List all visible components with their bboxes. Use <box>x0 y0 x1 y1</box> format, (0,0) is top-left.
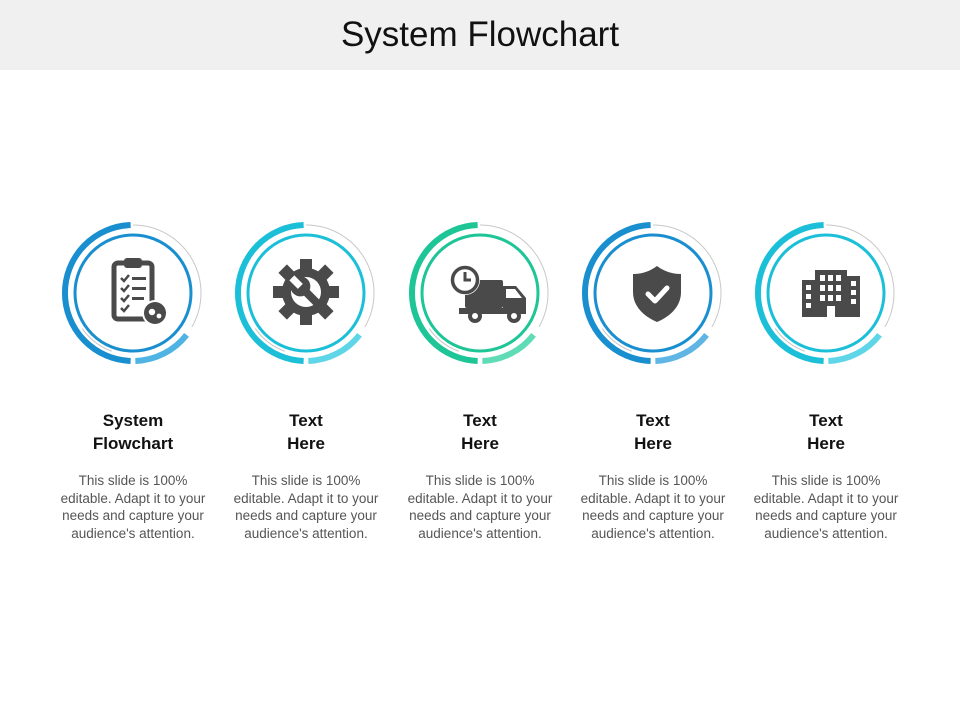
ring-outer-gray-arc <box>305 224 375 328</box>
shield-check-icon <box>633 266 681 322</box>
step-5-ring <box>751 218 901 368</box>
step-1-ring <box>58 218 208 368</box>
step-3-ring <box>405 218 555 368</box>
ring-outer-gray-arc <box>652 224 722 328</box>
step-4-ring <box>578 218 728 368</box>
ring-outer-main-arc <box>582 222 651 364</box>
ring-outer-light-arc <box>828 332 882 364</box>
page-title: System Flowchart <box>340 15 620 54</box>
ring-outer-light-arc <box>482 332 536 364</box>
ring-outer-light-arc <box>308 332 362 364</box>
step-5-title: Text Here <box>807 411 845 453</box>
ring-outer-main-arc <box>409 222 478 364</box>
step-3-title: Text Here <box>461 411 499 453</box>
ring-inner-gray-arc <box>81 328 112 352</box>
step-4-title: Text Here <box>634 411 672 453</box>
ring-outer-main-arc <box>755 222 824 364</box>
ring-outer-light-arc <box>655 332 709 364</box>
ring-outer-gray-arc <box>132 224 202 328</box>
delivery-truck-clock-icon <box>450 265 526 323</box>
clipboard-checklist-gear-icon <box>111 258 168 326</box>
ring-outer-main-arc <box>235 222 304 364</box>
step-5: Text Here This slide is 100% editable. A… <box>746 0 906 720</box>
ring-outer-gray-arc <box>825 224 895 328</box>
step-2: Text Here This slide is 100% editable. A… <box>226 0 386 720</box>
ring-inner-gray-arc <box>428 328 459 352</box>
step-2-ring <box>231 218 381 368</box>
step-5-description: This slide is 100% editable. Adapt it to… <box>753 473 899 541</box>
ring-outer-light-arc <box>135 332 189 364</box>
step-1-description: This slide is 100% editable. Adapt it to… <box>60 473 206 541</box>
step-1: System Flowchart This slide is 100% edit… <box>53 0 213 720</box>
step-4-description: This slide is 100% editable. Adapt it to… <box>580 473 726 541</box>
ring-inner-gray-arc <box>774 328 805 352</box>
office-building-icon <box>802 270 860 317</box>
step-1-title: System Flowchart <box>92 411 174 453</box>
step-2-title: Text Here <box>287 411 325 453</box>
ring-outer-main-arc <box>62 222 131 364</box>
step-2-description: This slide is 100% editable. Adapt it to… <box>233 473 379 541</box>
step-4: Text Here This slide is 100% editable. A… <box>573 0 733 720</box>
ring-inner-gray-arc <box>254 328 285 352</box>
ring-inner-circle <box>73 233 193 353</box>
step-3: Text Here This slide is 100% editable. A… <box>400 0 560 720</box>
step-3-description: This slide is 100% editable. Adapt it to… <box>407 473 553 541</box>
ring-outer-gray-arc <box>479 224 549 328</box>
gear-wrench-icon <box>273 259 339 325</box>
title-bar: System Flowchart <box>0 0 960 70</box>
ring-inner-gray-arc <box>601 328 632 352</box>
